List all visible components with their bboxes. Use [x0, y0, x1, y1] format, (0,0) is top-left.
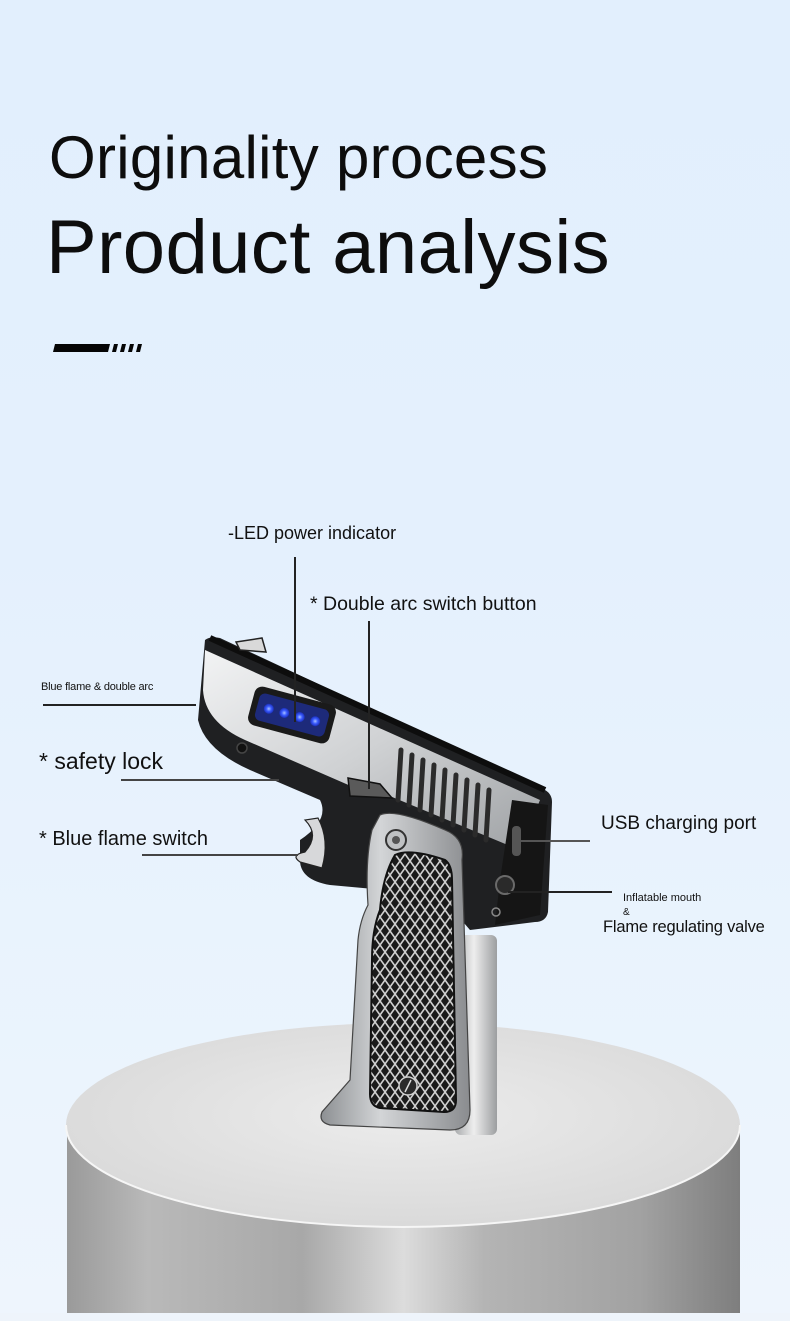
blue-flame-switch [295, 817, 326, 869]
usb-port [512, 826, 521, 856]
title-product-analysis: Product analysis [46, 205, 611, 290]
leader-line-safety-lock [121, 779, 279, 781]
callout-blue-flame-switch: * Blue flame switch [39, 828, 208, 850]
leader-line-blue-flame-arc [43, 704, 196, 706]
leader-line-valve [508, 891, 612, 893]
callout-blue-flame-double-arc: Blue flame & double arc [41, 681, 154, 693]
inflatable-mouth [495, 875, 515, 895]
callout-led-power-indicator: -LED power indicator [228, 523, 397, 543]
callout-safety-lock: * safety lock [39, 748, 163, 774]
callout-ampersand: & [623, 907, 630, 918]
leader-line-double-arc [368, 621, 370, 789]
leader-line-usb [520, 840, 590, 842]
callout-usb-charging-port: USB charging port [601, 813, 757, 834]
callout-inflatable-mouth: Inflatable mouth [623, 892, 702, 904]
leader-line-blue-flame-switch [142, 854, 298, 856]
title-originality-process: Originality process [49, 124, 549, 191]
leader-line-led [294, 557, 296, 722]
callout-flame-regulating-valve: Flame regulating valve [603, 918, 765, 936]
dash-stripe-icon [53, 344, 142, 352]
lighter-body [198, 635, 552, 930]
callout-double-arc-switch-button: * Double arc switch button [310, 593, 537, 615]
led-power-indicator [254, 693, 330, 737]
lighter-grip [320, 812, 471, 1131]
